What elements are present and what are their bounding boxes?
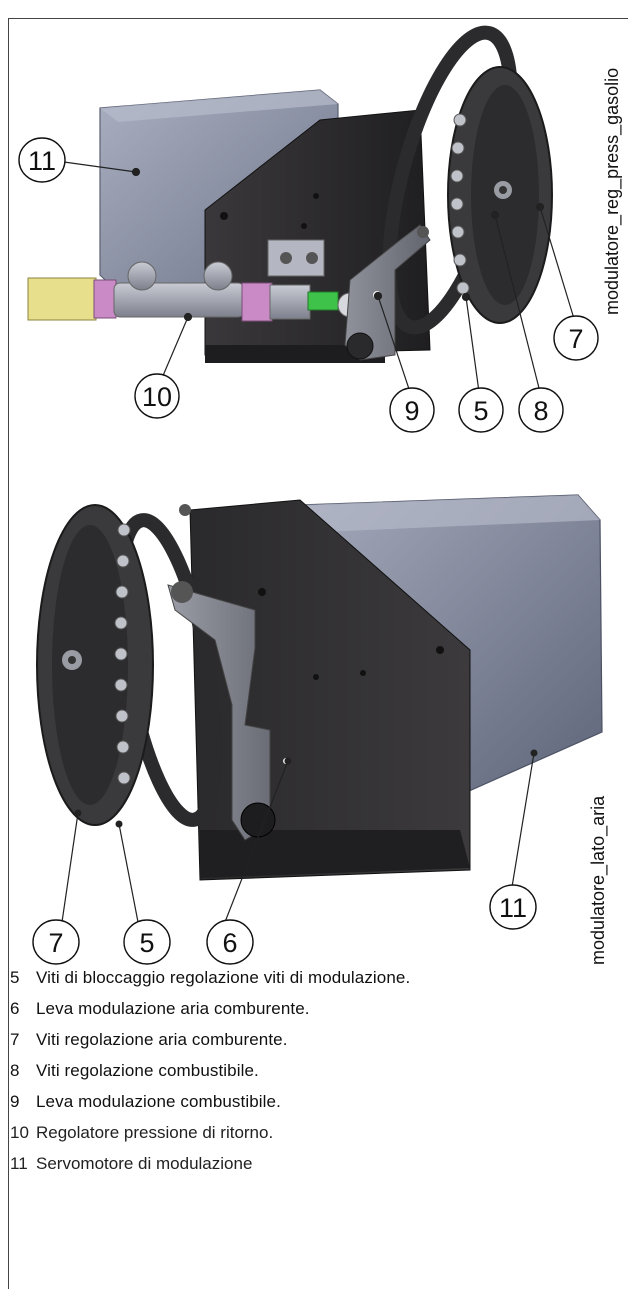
legend-number: 8 [10, 1061, 20, 1080]
legend-item: 9 Leva modulazione combustibile. [10, 1092, 610, 1123]
callout-circle-6 [206, 919, 254, 965]
callout-10: 10 [142, 382, 172, 412]
frame-left-line [8, 18, 9, 1289]
callout-5-top: 5 [473, 396, 488, 426]
callout-circle-7-bottom [32, 919, 80, 965]
legend-number: 7 [10, 1030, 20, 1049]
legend-text: Servomotore di modulazione [36, 1154, 253, 1173]
callout-11-top: 11 [28, 146, 56, 176]
legend-item: 8 Viti regolazione combustibile. [10, 1061, 610, 1092]
callout-7-top: 7 [568, 324, 583, 354]
figure-top: 11 10 9 5 8 7 modulatore_reg_press_gasol… [18, 25, 623, 433]
callout-circle-11-top [18, 137, 66, 183]
callout-circle-11-bottom [489, 884, 537, 930]
pressure-regulator-top [27, 239, 363, 322]
legend-item: 6 Leva modulazione aria comburente. [10, 999, 610, 1030]
legend-number: 5 [10, 968, 20, 987]
legend-number: 6 [10, 999, 20, 1018]
leader-lines-top [63, 161, 576, 393]
callout-circle-5-top [458, 387, 504, 433]
legend-number: 9 [10, 1092, 20, 1111]
frame-top-line [8, 18, 628, 19]
legend-text: Regolatore pressione di ritorno. [36, 1123, 274, 1142]
modulation-disc-top [447, 66, 553, 324]
callout-9: 9 [404, 396, 419, 426]
legend-text: Leva modulazione aria comburente. [36, 999, 310, 1018]
leader-lines-bottom [61, 752, 535, 923]
legend-text: Viti regolazione combustibile. [36, 1061, 259, 1080]
legend: 5 Viti di bloccaggio regolazione viti di… [10, 968, 610, 1185]
callout-circle-9 [389, 387, 435, 433]
legend-text: Viti regolazione aria comburente. [36, 1030, 288, 1049]
figure-bottom-label: modulatore_lato_aria [588, 795, 609, 965]
legend-item: 11 Servomotore di modulazione [10, 1154, 610, 1185]
legend-item: 5 Viti di bloccaggio regolazione viti di… [10, 968, 610, 999]
legend-number: 11 [10, 1154, 28, 1173]
legend-number: 10 [10, 1123, 29, 1142]
callout-7-bottom: 7 [48, 928, 63, 958]
callout-6: 6 [222, 928, 237, 958]
callout-8: 8 [533, 396, 548, 426]
legend-text: Leva modulazione combustibile. [36, 1092, 281, 1111]
figure-top-label: modulatore_reg_press_gasolio [602, 68, 623, 315]
callout-circle-5-bottom [123, 919, 171, 965]
callout-circle-7-top [553, 315, 599, 361]
callout-circle-8 [518, 387, 564, 433]
legend-item: 10 Regolatore pressione di ritorno. [10, 1123, 610, 1154]
callout-5-bottom: 5 [139, 928, 154, 958]
callout-11-bottom: 11 [499, 893, 527, 923]
callout-circle-10 [134, 373, 180, 419]
legend-text: Viti di bloccaggio regolazione viti di m… [36, 968, 411, 987]
modulation-disc-bottom [36, 504, 154, 826]
legend-item: 7 Viti regolazione aria comburente. [10, 1030, 610, 1061]
figure-bottom: 7 5 6 11 modulatore_lato_aria [32, 494, 609, 965]
